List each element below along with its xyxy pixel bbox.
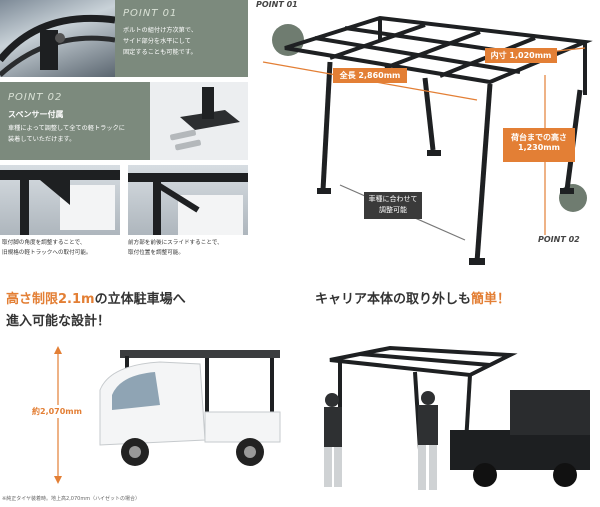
leg-angle-image (0, 170, 120, 235)
height-to-bed-box: 荷台までの高さ 1,230mm (503, 128, 575, 162)
adjustable-box: 車種に合わせて 調整可能 (364, 192, 422, 219)
point01-photo (0, 0, 115, 77)
spacer-parts-image (170, 87, 240, 151)
front-slide-photo (128, 165, 248, 235)
headline-right: キャリア本体の取り外しも簡単！ (315, 288, 510, 307)
caption-right-1: 前方部を前後にスライドすることで、 (128, 240, 223, 246)
point01-text-1: ボルトの組付け方次第で、 (123, 27, 198, 34)
truck-height-label: 約2,070mm (30, 405, 84, 418)
truck-with-carrier-image (54, 346, 281, 484)
carrier-removal-image (324, 345, 590, 490)
front-slide-image (128, 173, 248, 235)
diagram-point01-label: POINT 01 (256, 0, 298, 9)
headline-left-line1: 高さ制限2.1mの立体駐車場へ (6, 288, 186, 307)
point01-panel: POINT 01 ボルトの組付け方次第で、 サイド部分を水平にして 固定すること… (115, 0, 248, 77)
point02-label: POINT 02 (8, 92, 63, 103)
caption-left-2: 旧規格の軽トラックへの取付可能。 (2, 250, 92, 256)
diagram-point02-label: POINT 02 (538, 235, 580, 244)
headline-left-rest: の立体駐車場へ (94, 292, 186, 307)
point02-panel: POINT 02 スペンサー付属 車種によって調整して全ての軽トラックに 装着し… (0, 82, 150, 160)
adjust-line2: 調整可能 (379, 206, 407, 214)
leg-angle-photo (0, 165, 120, 235)
adjust-line1: 車種に合わせて (368, 195, 418, 203)
carrier-closeup-image (0, 14, 115, 77)
caption-right-2: 取付位置を調整可能。 (128, 250, 184, 256)
point01-label: POINT 01 (123, 8, 178, 19)
headline-left-line2: 進入可能な設計！ (6, 314, 111, 329)
headline-left-accent: 高さ制限2.1m (6, 292, 95, 307)
spacer-parts-photo (150, 82, 248, 160)
headline-right-accent: 簡単！ (471, 292, 511, 307)
point01-text-2: サイド部分を水平にして (123, 38, 191, 45)
point01-text-3: 固定することも可能です。 (123, 49, 197, 56)
inner-width-label: 内寸 1,020mm (485, 48, 557, 63)
point02-title: スペンサー付属 (8, 110, 64, 119)
height-label-line2: 1,230mm (518, 143, 560, 152)
height-label-line1: 荷台までの高さ (511, 133, 567, 142)
footnote: ※純正タイヤ装着時。地上高2,070mm（ハイゼットの場合） (2, 496, 140, 502)
caption-left-1: 取付脚の角度を調整することで、 (2, 240, 86, 246)
point02-text-2: 装着していただけます。 (8, 136, 76, 143)
point02-text-1: 車種によって調整して全ての軽トラックに (8, 125, 125, 132)
total-length-label: 全長 2,860mm (333, 68, 407, 83)
headline-right-main: キャリア本体の取り外しも (315, 292, 472, 307)
